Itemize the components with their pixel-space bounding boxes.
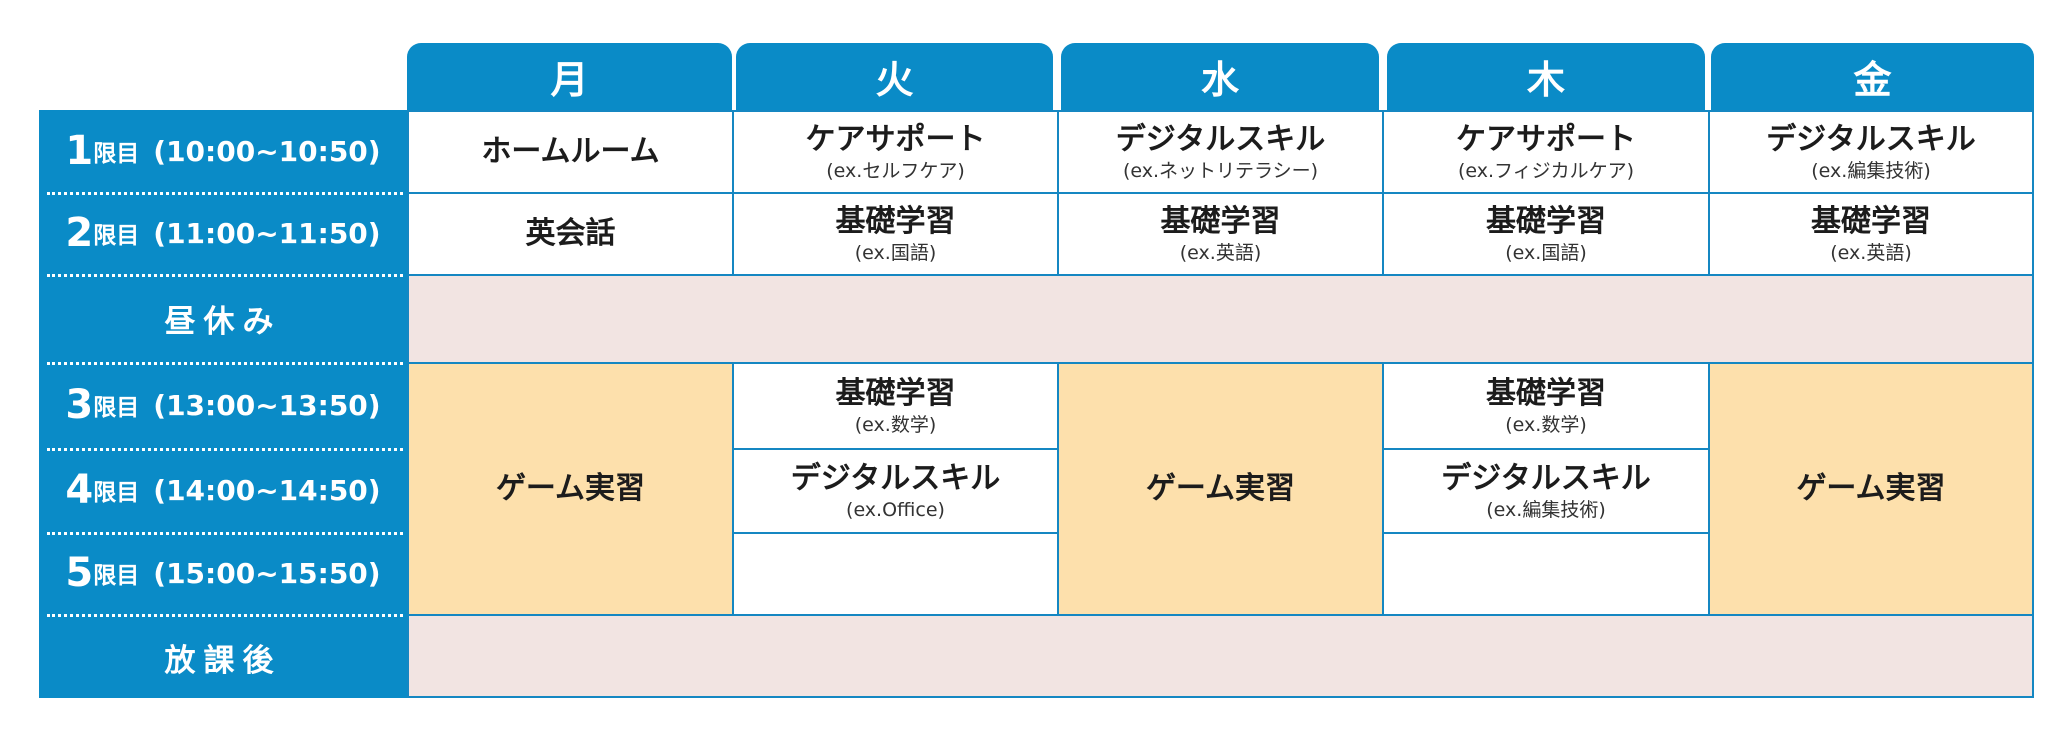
row-divider bbox=[47, 448, 403, 451]
day-header-thu: 木 bbox=[1387, 43, 1705, 110]
period-4-label: 4 限目 (14:00~14:50) bbox=[39, 448, 407, 532]
class-cell-wed-p1: デジタルスキル (ex.ネットリテラシー) bbox=[1057, 110, 1384, 194]
class-title: ホームルーム bbox=[481, 134, 660, 169]
class-example: (ex.英語) bbox=[1830, 242, 1912, 264]
class-example: (ex.編集技術) bbox=[1811, 160, 1931, 182]
class-title: デジタルスキル bbox=[1766, 122, 1976, 157]
class-title: ケアサポート bbox=[805, 122, 986, 157]
period-suffix: 限目 bbox=[93, 223, 140, 249]
row-divider bbox=[47, 614, 403, 617]
class-title: デジタルスキル bbox=[1115, 122, 1326, 157]
day-header-tue: 火 bbox=[736, 43, 1053, 110]
row-divider bbox=[47, 192, 403, 195]
class-cell-tue-p1: ケアサポート (ex.セルフケア) bbox=[732, 110, 1059, 194]
period-number: 1 bbox=[65, 128, 94, 174]
period-5-label: 5 限目 (15:00~15:50) bbox=[39, 532, 407, 614]
period-1-label: 1 限目 (10:00~10:50) bbox=[39, 110, 407, 192]
day-header-fri: 金 bbox=[1711, 43, 2034, 110]
class-example: (ex.ネットリテラシー) bbox=[1122, 160, 1319, 182]
class-title: 基礎学習 bbox=[1486, 376, 1606, 411]
class-example: (ex.セルフケア) bbox=[826, 160, 965, 182]
period-number: 5 bbox=[65, 550, 94, 596]
class-title: 基礎学習 bbox=[835, 204, 956, 239]
class-cell-mon-game: ゲーム実習 bbox=[407, 362, 734, 616]
class-cell-wed-p2: 基礎学習 (ex.英語) bbox=[1057, 192, 1384, 276]
class-title: 基礎学習 bbox=[835, 376, 956, 411]
after-school-label: 放課後 bbox=[164, 642, 282, 679]
period-time: (14:00~14:50) bbox=[153, 473, 381, 507]
period-suffix: 限目 bbox=[93, 480, 140, 506]
class-title: ゲーム実習 bbox=[495, 471, 646, 506]
class-title: 英会話 bbox=[525, 216, 616, 251]
class-example: (ex.Office) bbox=[846, 499, 945, 521]
day-header-wed: 水 bbox=[1061, 43, 1379, 110]
class-cell-thu-p3: 基礎学習 (ex.数学) bbox=[1382, 362, 1710, 450]
class-title: ゲーム実習 bbox=[1796, 471, 1946, 506]
class-cell-thu-p5 bbox=[1382, 532, 1710, 616]
period-suffix: 限目 bbox=[93, 141, 140, 167]
class-cell-tue-p5 bbox=[732, 532, 1059, 616]
class-cell-mon-p2: 英会話 bbox=[407, 192, 734, 276]
period-number: 4 bbox=[65, 467, 94, 513]
class-cell-tue-p4: デジタルスキル (ex.Office) bbox=[732, 448, 1059, 534]
class-title: ゲーム実習 bbox=[1145, 471, 1296, 506]
period-2-label: 2 限目 (11:00~11:50) bbox=[39, 192, 407, 274]
class-cell-thu-p2: 基礎学習 (ex.国語) bbox=[1382, 192, 1710, 276]
lunch-label: 昼休み bbox=[164, 303, 282, 340]
period-suffix: 限目 bbox=[93, 395, 140, 421]
class-cell-wed-game: ゲーム実習 bbox=[1057, 362, 1384, 616]
class-cell-mon-p1: ホームルーム bbox=[407, 110, 734, 194]
class-title: デジタルスキル bbox=[1441, 461, 1651, 496]
class-cell-fri-game: ゲーム実習 bbox=[1708, 362, 2034, 616]
class-example: (ex.数学) bbox=[1505, 414, 1587, 436]
period-time: (13:00~13:50) bbox=[153, 388, 381, 422]
period-time: (11:00~11:50) bbox=[153, 216, 381, 250]
after-school-row bbox=[407, 614, 2034, 698]
period-3-label: 3 限目 (13:00~13:50) bbox=[39, 362, 407, 448]
period-column bbox=[39, 110, 407, 698]
period-time: (15:00~15:50) bbox=[153, 556, 381, 590]
day-header-mon: 月 bbox=[407, 43, 732, 110]
class-example: (ex.国語) bbox=[1505, 242, 1587, 264]
class-example: (ex.編集技術) bbox=[1486, 499, 1606, 521]
class-example: (ex.国語) bbox=[854, 242, 937, 264]
row-divider bbox=[47, 532, 403, 535]
class-title: 基礎学習 bbox=[1160, 204, 1281, 239]
period-number: 3 bbox=[65, 382, 94, 428]
class-title: 基礎学習 bbox=[1486, 204, 1606, 239]
row-divider bbox=[47, 362, 403, 365]
period-time: (10:00~10:50) bbox=[153, 134, 381, 168]
class-example: (ex.数学) bbox=[854, 414, 937, 436]
row-divider bbox=[47, 274, 403, 277]
class-example: (ex.フィジカルケア) bbox=[1457, 160, 1635, 182]
lunch-break-row bbox=[407, 274, 2034, 364]
class-title: ケアサポート bbox=[1456, 122, 1636, 157]
class-cell-tue-p2: 基礎学習 (ex.国語) bbox=[732, 192, 1059, 276]
class-title: デジタルスキル bbox=[790, 461, 1001, 496]
class-example: (ex.英語) bbox=[1179, 242, 1262, 264]
class-cell-tue-p3: 基礎学習 (ex.数学) bbox=[732, 362, 1059, 450]
class-cell-thu-p1: ケアサポート (ex.フィジカルケア) bbox=[1382, 110, 1710, 194]
period-suffix: 限目 bbox=[93, 563, 140, 589]
class-cell-thu-p4: デジタルスキル (ex.編集技術) bbox=[1382, 448, 1710, 534]
class-title: 基礎学習 bbox=[1811, 204, 1931, 239]
class-cell-fri-p2: 基礎学習 (ex.英語) bbox=[1708, 192, 2034, 276]
period-number: 2 bbox=[65, 210, 94, 256]
class-cell-fri-p1: デジタルスキル (ex.編集技術) bbox=[1708, 110, 2034, 194]
